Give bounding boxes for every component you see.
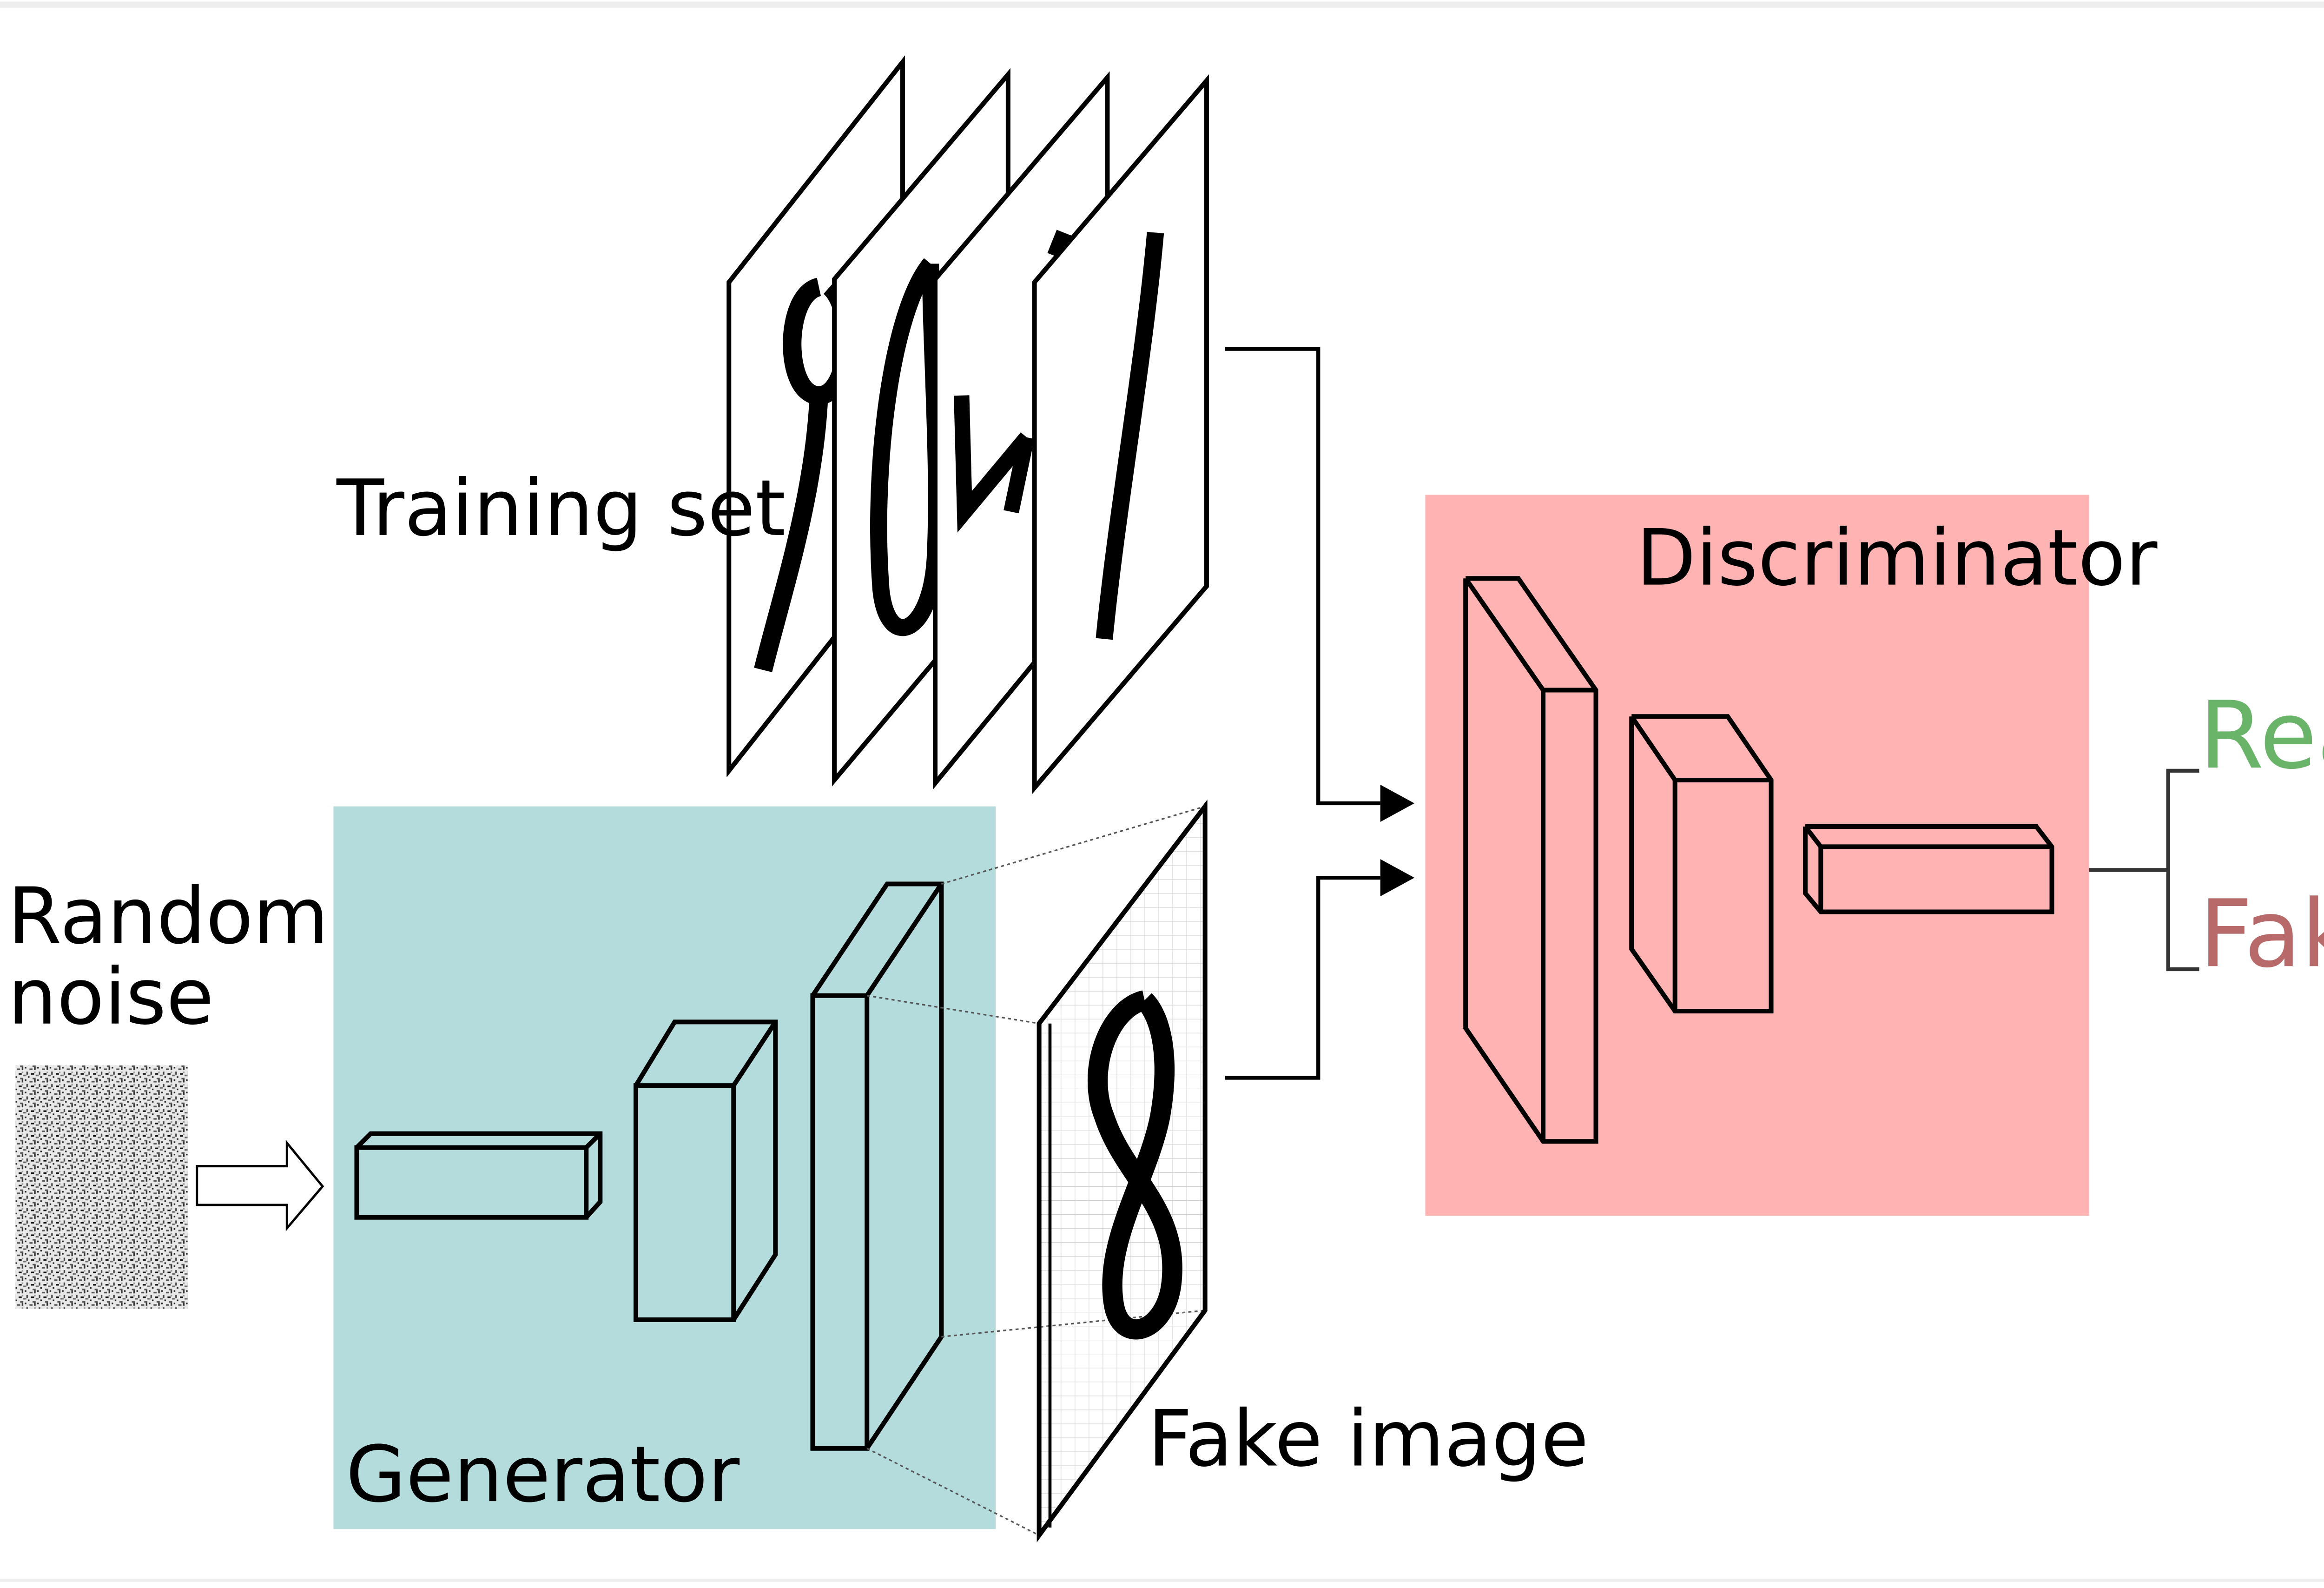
arrow-head-real-icon: [1380, 784, 1415, 822]
arrow-head-fake-icon: [1380, 859, 1415, 897]
generator-layers: [354, 881, 944, 1451]
fake-image-label: Fake image: [1148, 1394, 1589, 1484]
discriminator-layer-1: [1463, 576, 1598, 1144]
training-image-1: [1032, 74, 1209, 794]
generator-label: Generator: [346, 1429, 740, 1520]
fake-image: [1037, 799, 1208, 1542]
training-set-label: Training set: [336, 463, 786, 554]
fake-output-label: Fake: [2199, 880, 2324, 988]
discriminator-layers: [1463, 576, 2054, 1144]
real-output-label: Real: [2199, 682, 2324, 790]
random-noise-label-line1: Random: [8, 871, 329, 961]
generator-panel: [333, 806, 996, 1529]
discriminator-panel: [1425, 495, 2089, 1216]
discriminator-layer-3: [1802, 824, 2054, 914]
training-set-images: [726, 55, 1209, 794]
random-noise-label-line2: noise: [8, 952, 214, 1042]
discriminator-layer-2: [1629, 714, 1774, 1014]
connectors: [1225, 347, 1380, 1080]
discriminator-label: Discriminator: [1636, 513, 2158, 603]
generator-layer-1: [354, 1131, 603, 1220]
generator-layer-2: [634, 1019, 778, 1322]
output-bracket: [2089, 768, 2199, 972]
random-noise-image: [15, 1065, 188, 1309]
hollow-right-arrow-icon: [196, 1139, 324, 1231]
